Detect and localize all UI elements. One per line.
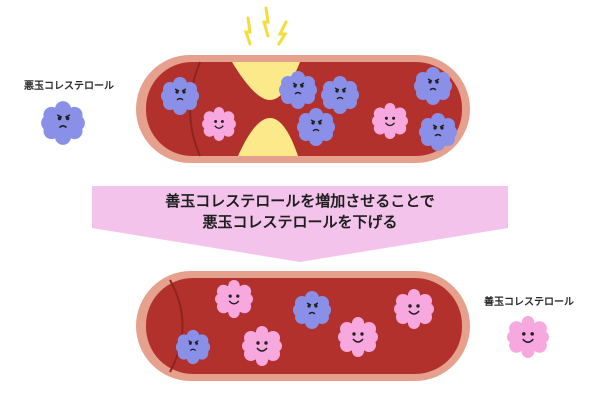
down-arrow bbox=[92, 186, 508, 262]
spark-icon bbox=[243, 6, 288, 46]
healthy-blood-vessel bbox=[136, 271, 470, 381]
plaque-bottom bbox=[238, 118, 298, 156]
good-cholesterol-icon bbox=[337, 316, 379, 358]
banner-line-2: 悪玉コレステロールを下げる bbox=[202, 213, 398, 231]
good-cholesterol-icon bbox=[241, 325, 283, 367]
good-cholesterol-label: 善玉コレステロール bbox=[484, 297, 574, 308]
bad-cholesterol-label: 悪玉コレステロール bbox=[24, 81, 114, 92]
good-cholesterol-icon bbox=[214, 279, 254, 319]
good-cholesterol-icon bbox=[371, 102, 409, 140]
good-cholesterol-legend-icon bbox=[506, 315, 550, 359]
banner-line-1: 善玉コレステロールを増加させることで bbox=[165, 192, 435, 210]
good-cholesterol-icon bbox=[201, 106, 237, 142]
good-cholesterol-icon bbox=[393, 288, 435, 330]
bad-cholesterol-legend-icon bbox=[40, 100, 86, 146]
